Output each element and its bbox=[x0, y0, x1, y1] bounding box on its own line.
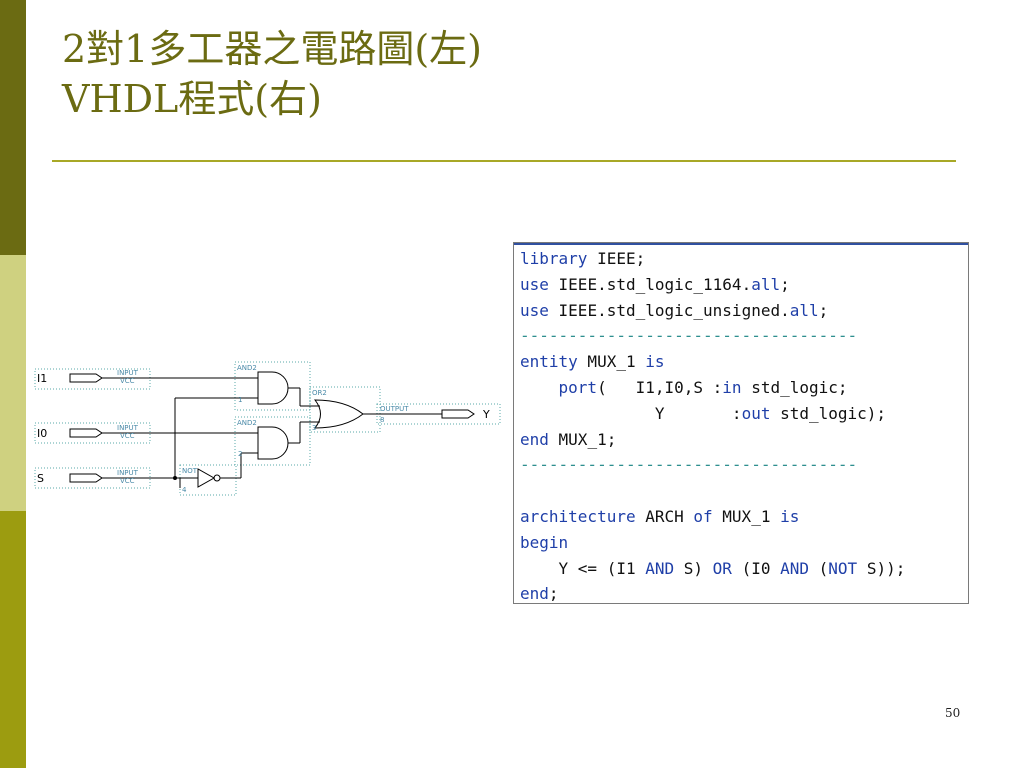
code-keyword: all bbox=[751, 274, 781, 294]
pin-number: 4 bbox=[182, 486, 187, 494]
input-label-i0: I0 bbox=[37, 427, 47, 440]
sidebar-block-light bbox=[0, 255, 26, 511]
code-line: entity MUX_1 is bbox=[520, 349, 968, 375]
gate-label-and-bottom: AND2 bbox=[237, 419, 257, 427]
code-keyword: AND bbox=[645, 558, 675, 578]
output-label-y: Y bbox=[482, 408, 490, 421]
output-tag: OUTPUT bbox=[380, 405, 409, 413]
code-keyword: begin bbox=[520, 532, 569, 552]
gate-label-or: OR2 bbox=[312, 389, 327, 397]
code-text: MUX_1; bbox=[548, 429, 617, 449]
slide-title: 2對1多工器之電路圖(左) VHDL程式(右) bbox=[62, 24, 482, 124]
title-divider bbox=[52, 160, 956, 162]
input-tag-top: INPUT bbox=[117, 369, 139, 377]
code-line: use IEEE.std_logic_1164.all; bbox=[520, 272, 968, 298]
code-keyword: use bbox=[520, 274, 549, 294]
code-keyword: end bbox=[520, 584, 549, 604]
code-text: ( bbox=[809, 558, 829, 578]
code-keyword: use bbox=[520, 300, 549, 320]
code-text: MUX_1 bbox=[577, 352, 646, 372]
code-line: library IEEE; bbox=[520, 246, 968, 272]
code-keyword: all bbox=[789, 300, 819, 320]
code-keyword: architecture bbox=[520, 506, 636, 526]
junction-dot bbox=[173, 476, 177, 480]
page-number: 50 bbox=[945, 706, 961, 720]
input-tag-top: INPUT bbox=[117, 469, 139, 477]
code-text: MUX_1 bbox=[712, 506, 781, 526]
code-text: ; bbox=[780, 274, 790, 294]
sidebar-block-dark bbox=[0, 0, 26, 255]
mux-circuit-diagram: I1 I0 S Y INPUT VCC INPUT VCC INPUT VCC … bbox=[34, 361, 501, 496]
code-keyword: in bbox=[722, 377, 742, 397]
code-text: S)); bbox=[857, 558, 906, 578]
code-keyword: port bbox=[558, 377, 598, 397]
code-line: Y :out std_logic); bbox=[520, 401, 968, 427]
code-text: ; bbox=[548, 584, 559, 604]
code-text: ; bbox=[818, 300, 829, 320]
code-text: Y : bbox=[520, 403, 742, 423]
input-label-i1: I1 bbox=[37, 372, 47, 385]
code-text bbox=[520, 378, 559, 397]
code-line: Y <= (I1 AND S) OR (I0 AND (NOT S)); bbox=[520, 556, 968, 582]
input-tag-bottom: VCC bbox=[120, 377, 135, 385]
code-keyword: NOT bbox=[828, 558, 858, 578]
code-lines: library IEEE;use IEEE.std_logic_1164.all… bbox=[520, 246, 968, 607]
input-tag-top: INPUT bbox=[117, 424, 139, 432]
code-line bbox=[520, 478, 968, 504]
code-keyword: out bbox=[741, 403, 771, 423]
pin-number: 1 bbox=[238, 396, 242, 404]
pin-number: 3 bbox=[312, 424, 316, 432]
code-text: IEEE.std_logic_1164. bbox=[548, 274, 752, 294]
code-keyword: is bbox=[645, 352, 665, 372]
pin-number: 8 bbox=[380, 416, 384, 424]
code-separator: ----------------------------------- bbox=[520, 326, 858, 346]
sidebar-block-mid bbox=[0, 511, 26, 768]
code-keyword: AND bbox=[780, 558, 810, 578]
code-block-top-border bbox=[514, 243, 968, 245]
code-line: ----------------------------------- bbox=[520, 323, 968, 349]
code-text: ARCH bbox=[635, 506, 694, 526]
code-keyword: of bbox=[693, 506, 713, 526]
code-line: architecture ARCH of MUX_1 is bbox=[520, 504, 968, 530]
pin-number: 2 bbox=[238, 450, 242, 458]
title-line-1: 2對1多工器之電路圖(左) bbox=[62, 27, 483, 71]
input-tag-bottom: VCC bbox=[120, 477, 135, 485]
sidebar-decoration bbox=[0, 0, 26, 768]
code-line: ----------------------------------- bbox=[520, 452, 968, 478]
code-line: port( I1,I0,S :in std_logic; bbox=[520, 375, 968, 401]
code-line: end MUX_1; bbox=[520, 427, 968, 453]
gate-label-not: NOT bbox=[182, 467, 198, 475]
code-text: std_logic; bbox=[741, 377, 848, 397]
code-separator: ----------------------------------- bbox=[520, 455, 858, 475]
title-line-2: VHDL程式(右) bbox=[62, 77, 322, 121]
code-text: ( I1,I0,S : bbox=[597, 377, 723, 397]
input-label-s: S bbox=[37, 472, 44, 485]
code-keyword: is bbox=[780, 506, 800, 526]
input-tag-bottom: VCC bbox=[120, 432, 135, 440]
code-text: Y <= (I1 bbox=[520, 558, 646, 578]
code-text: std_logic); bbox=[770, 403, 887, 423]
code-line: end; bbox=[520, 581, 968, 607]
code-line: use IEEE.std_logic_unsigned.all; bbox=[520, 298, 968, 324]
vhdl-code-block: library IEEE;use IEEE.std_logic_1164.all… bbox=[513, 242, 969, 604]
gate-label-and-top: AND2 bbox=[237, 364, 257, 372]
code-keyword: entity bbox=[520, 352, 578, 372]
code-line: begin bbox=[520, 530, 968, 556]
code-keyword: OR bbox=[712, 558, 732, 578]
code-text: (I0 bbox=[731, 558, 781, 578]
code-keyword: end bbox=[520, 429, 549, 449]
code-keyword: library bbox=[520, 249, 588, 268]
code-text: IEEE.std_logic_unsigned. bbox=[548, 300, 790, 320]
code-text: S) bbox=[674, 558, 713, 578]
code-text: IEEE; bbox=[587, 249, 646, 268]
